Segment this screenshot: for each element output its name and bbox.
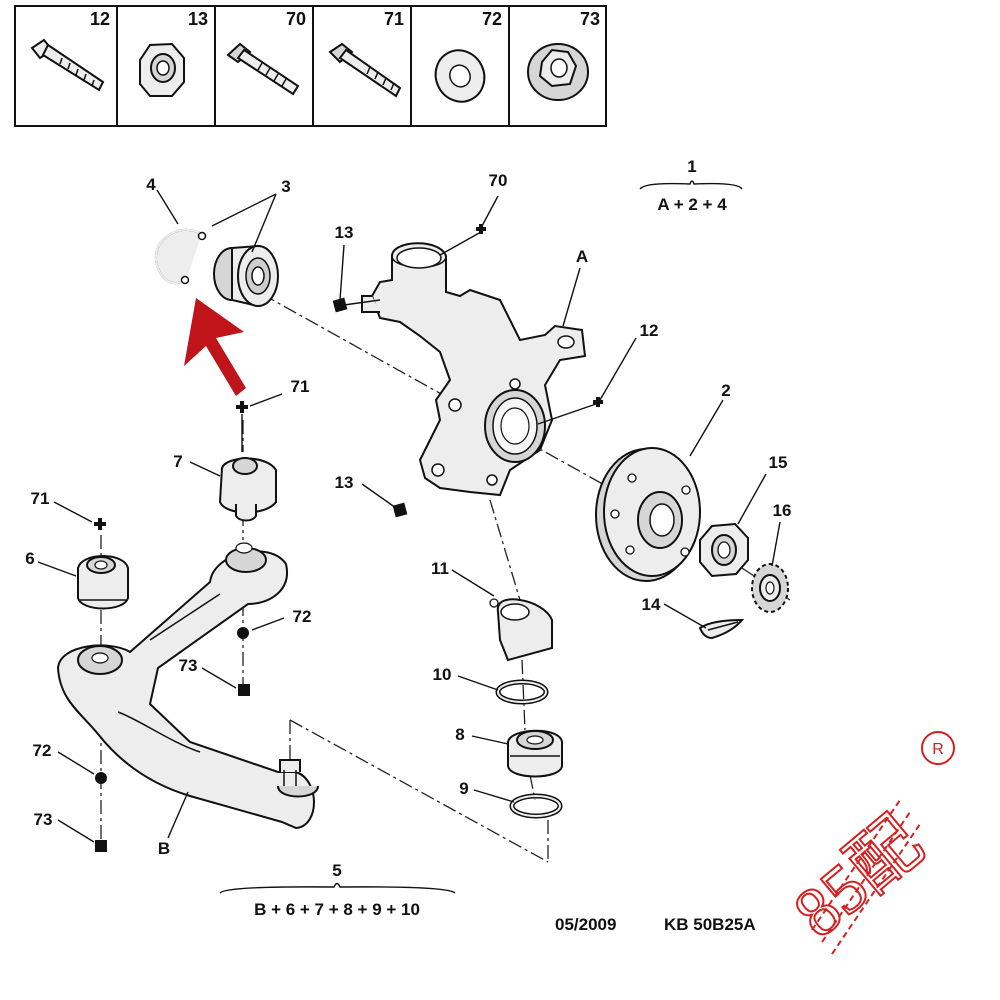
square-marker-13-upper [332,297,348,313]
flange-bolt-icon [30,38,105,92]
hardware-number-13: 13 [188,9,208,29]
hardware-number-73: 73 [580,9,600,29]
dot-marker-72-upper [237,627,249,639]
clamp-part-11 [489,598,553,662]
hardware-number-12: 12 [90,9,110,29]
hardware-cell-73: 73 [527,9,600,101]
footer-reference: KB 50B25A [664,915,756,934]
hardware-cell-72: 72 [434,9,502,103]
hardware-cell-71: 71 [328,9,404,98]
flange-nut-icon [527,43,589,101]
callout-10: 10 [433,665,452,684]
assembly-number-1: 1 [687,157,696,176]
callout-70: 70 [489,171,508,190]
callout-72-lower: 72 [33,741,52,760]
callout-71-left: 71 [31,489,50,508]
callout-13-upper: 13 [335,223,354,242]
wheel-bearing-part-3 [213,244,279,308]
callout-73-upper: 73 [179,656,198,675]
front-bush-part-6 [77,555,129,610]
split-pin-part-14 [698,618,745,640]
hardware-markers [94,224,603,852]
callout-3: 3 [281,177,290,196]
o-ring-part-9 [509,793,563,819]
nut-lock-part-16 [751,563,789,613]
hardware-cell-12: 12 [30,9,110,92]
hardware-cell-70: 70 [226,9,306,96]
square-head-bolt-icon [226,42,300,96]
callout-6: 6 [25,549,34,568]
hardware-number-70: 70 [286,9,306,29]
circlip-part-4 [155,228,207,285]
hub-nut-part-15 [699,522,749,578]
cross-marker-71-upper [236,401,248,413]
flat-washer-icon [434,49,486,103]
o-ring-part-10 [495,679,549,705]
callout-8: 8 [455,725,464,744]
hardware-cell-13: 13 [139,9,208,97]
steering-knuckle-part-A [361,242,587,497]
hex-flange-bolt-icon [328,42,402,98]
hardware-number-72: 72 [482,9,502,29]
callout-15: 15 [769,453,788,472]
assembly-number-5: 5 [332,861,341,880]
callout-13-lower: 13 [335,473,354,492]
callout-73-lower: 73 [34,810,53,829]
leader-lines [37,189,781,843]
callout-71-upper: 71 [291,377,310,396]
assembly-formula-1: A + 2 + 4 [657,195,727,214]
callout-9: 9 [459,779,468,798]
cross-marker-12 [593,397,603,407]
registered-mark: R [932,741,944,758]
hub-assembly-formula: 1 A + 2 + 4 [639,157,743,214]
square-marker-13-lower [392,502,408,518]
dot-marker-72-lower [95,772,107,784]
callout-16: 16 [773,501,792,520]
lower-arm-part-B [56,542,319,830]
bush-part-8 [507,729,563,778]
callout-12: 12 [640,321,659,340]
square-marker-73-upper [238,684,250,696]
footer: 05/2009 KB 50B25A [555,915,756,934]
callout-2: 2 [721,381,730,400]
lock-nut-icon [139,42,185,97]
highlight-arrow [184,298,246,396]
watermark-logo: R 85配 [779,731,955,955]
cross-marker-71-left [94,518,106,530]
square-marker-73-lower [95,840,107,852]
lower-arm-assembly-formula: 5 B + 6 + 7 + 8 + 9 + 10 [219,861,456,919]
callout-7: 7 [173,452,182,471]
callout-72-upper: 72 [293,607,312,626]
callout-11: 11 [431,559,449,578]
wheel-hub-part-2 [595,447,701,582]
callout-B: B [158,839,170,858]
footer-date: 05/2009 [555,915,616,934]
assembly-formula-5: B + 6 + 7 + 8 + 9 + 10 [254,900,420,919]
hardware-table: 12 13 70 [14,5,607,127]
hardware-number-71: 71 [384,9,404,29]
callout-14: 14 [642,595,661,614]
watermark-text: 85配 [780,804,937,953]
callout-labels: 4 3 70 13 A 12 71 2 15 7 13 16 71 6 11 1… [25,171,791,858]
callout-A: A [576,247,588,266]
upper-bush-part-7 [218,457,277,522]
callout-4: 4 [146,175,156,194]
